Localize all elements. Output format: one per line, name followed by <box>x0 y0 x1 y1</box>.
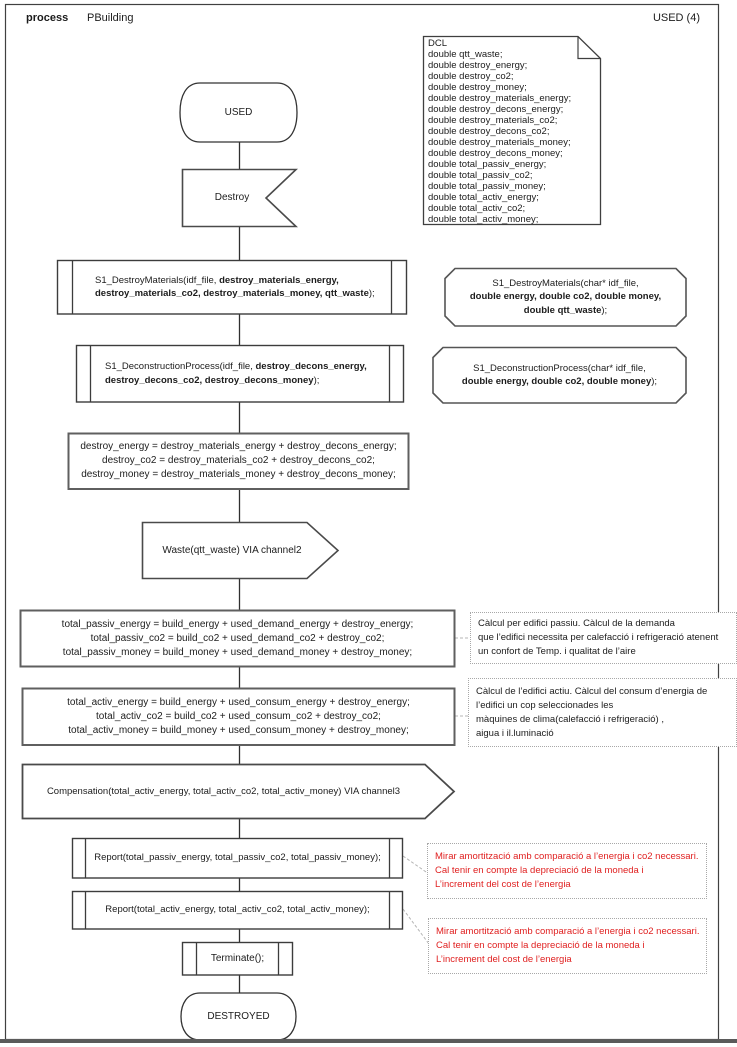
dcl-note-shape[interactable] <box>422 35 602 226</box>
task-total-passiv-text: total_passiv_energy = build_energy + use… <box>61 618 414 658</box>
state-destroyed-label: DESTROYED <box>207 1010 270 1022</box>
proc-call-report-activ-bars <box>84 891 391 929</box>
task-destroy-totals-text: destroy_energy = destroy_materials_energ… <box>80 441 397 480</box>
comment-connector-report-passiv <box>402 855 430 875</box>
comment-activ-text: Càlcul de l’edifici actiu. Càlcul del co… <box>476 685 708 739</box>
task-destroy-totals-shape[interactable] <box>67 432 410 490</box>
state-used-shape[interactable] <box>179 82 298 143</box>
output-waste-label: Waste(qtt_waste) VIA channel2 <box>162 544 302 556</box>
state-used-label: USED <box>224 106 253 118</box>
page-indicator: USED (4) <box>652 12 700 24</box>
comment-passiv-text: Càlcul per edifici passiu. Càlcul de la … <box>478 618 719 657</box>
task-total-activ-text: total_activ_energy = build_energy + used… <box>67 696 410 736</box>
comment-report-passiv-text: Mirar amortització amb comparació a l’en… <box>435 851 699 890</box>
proc-call-report-passiv-bars <box>84 838 391 878</box>
proc-call-deconstruction-text: S1_DeconstructionProcess(idf_file, destr… <box>105 361 367 386</box>
proc-call-deconstruction-shape[interactable] <box>75 344 405 403</box>
proc-decl-destroy-materials-text: S1_DestroyMaterials(char* idf_file,doubl… <box>469 277 662 316</box>
input-destroy-shape[interactable] <box>181 168 299 228</box>
proc-call-destroy-materials-shape[interactable] <box>56 259 408 315</box>
proc-call-destroy-materials-bars <box>71 260 393 314</box>
proc-decl-deconstruction-shape[interactable] <box>432 346 687 404</box>
comment-report-activ-text: Mirar amortització amb comparació a l’en… <box>436 926 700 965</box>
proc-call-report-activ-text: Report(total_activ_energy, total_activ_c… <box>105 904 370 916</box>
proc-call-terminate-bars <box>195 942 280 975</box>
input-destroy-label: Destroy <box>214 192 250 204</box>
proc-call-terminate-shape[interactable] <box>181 941 294 976</box>
proc-decl-deconstruction-text: S1_DeconstructionProcess(char* idf_file,… <box>461 362 658 388</box>
process-name: PBuilding <box>87 12 134 24</box>
comment-passiv-box[interactable]: Càlcul per edifici passiu. Càlcul de la … <box>470 612 737 664</box>
proc-call-report-passiv-text: Report(total_passiv_energy, total_passiv… <box>94 852 381 864</box>
window-bottom-edge <box>0 1039 737 1043</box>
task-total-passiv-shape[interactable] <box>19 609 456 668</box>
proc-call-report-activ-shape[interactable] <box>71 890 404 930</box>
comment-connector-report-activ <box>402 908 430 945</box>
dcl-note-fold-icon <box>577 36 601 60</box>
output-compensation-shape[interactable] <box>21 763 456 820</box>
output-waste-shape[interactable] <box>141 521 340 580</box>
comment-report-activ-box[interactable]: Mirar amortització amb comparació a l’en… <box>428 918 707 974</box>
proc-call-report-passiv-shape[interactable] <box>71 837 404 879</box>
proc-call-destroy-materials-text: S1_DestroyMaterials(idf_file, destroy_ma… <box>95 274 375 300</box>
comment-report-passiv-box[interactable]: Mirar amortització amb comparació a l’en… <box>427 843 707 899</box>
output-compensation-label: Compensation(total_activ_energy, total_a… <box>46 785 401 797</box>
comment-activ-box[interactable]: Càlcul de l’edifici actiu. Càlcul del co… <box>468 678 737 747</box>
proc-decl-destroy-materials-shape[interactable] <box>444 267 687 327</box>
task-total-activ-shape[interactable] <box>21 687 456 746</box>
proc-call-deconstruction-bars <box>89 345 391 402</box>
proc-call-terminate-text: Terminate(); <box>210 952 265 964</box>
diagram-kind-label: process <box>26 12 69 24</box>
